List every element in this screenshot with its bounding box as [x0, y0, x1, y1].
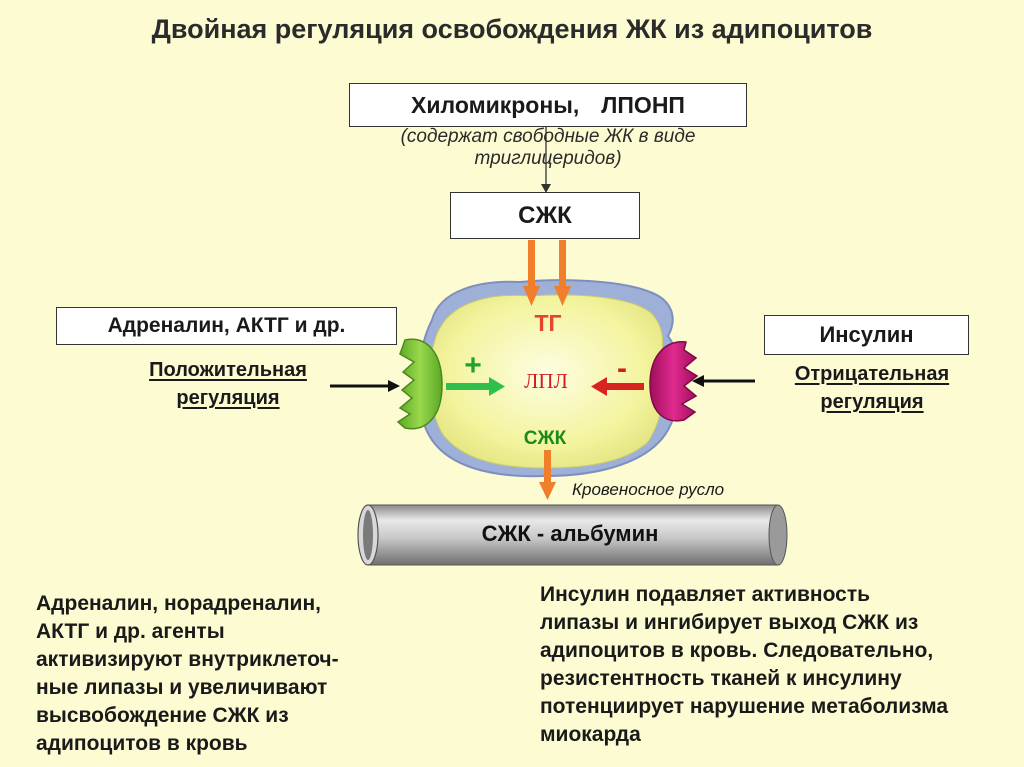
right-paragraph-line: липазы и ингибирует выход СЖК из	[540, 611, 919, 634]
arrows-ffa-into-cell	[523, 240, 571, 306]
lpl-label: ЛПЛ	[524, 369, 568, 393]
note-line-2: триглицеридов)	[474, 148, 622, 169]
adrenaline-box: Адреналин, АКТГ и др.	[56, 307, 397, 345]
insulin-box: Инсулин	[764, 315, 969, 355]
note-line-1: (содержат свободные ЖК в виде	[400, 126, 696, 147]
adipocyte-cell	[416, 279, 682, 478]
ffa-albumin-label: СЖК - альбумин	[481, 521, 659, 546]
chylomicrons-label: Хиломикроны,	[411, 92, 580, 118]
magenta-receptor-icon	[649, 341, 699, 422]
left-paragraph-line: активизируют внутриклеточ-	[36, 648, 339, 671]
arrow-activation	[446, 377, 505, 396]
arrow-ffa-to-blood	[539, 450, 556, 500]
arrow-chylo-to-ffa	[541, 127, 551, 193]
chylomicrons-box: Хиломикроны, ЛПОНП	[349, 83, 747, 127]
chylomicrons-note: (содержат свободные ЖК в виде триглицери…	[349, 126, 747, 170]
green-receptor-icon	[396, 338, 443, 430]
left-paragraph-line: АКТГ и др. агенты	[36, 620, 225, 643]
negative-regulation-line-1: Отрицательная	[794, 363, 950, 385]
blood-vessel	[357, 504, 788, 566]
right-paragraph-line: Инсулин подавляет активность	[540, 583, 871, 606]
negative-regulation-label: Отрицательная регуляция	[762, 360, 982, 416]
left-paragraph-line: ные липазы и увеличивают	[36, 676, 328, 699]
ffa-cell-label: СЖК	[523, 428, 567, 449]
arrow-inhibition	[591, 377, 644, 396]
tg-label: ТГ	[534, 310, 562, 336]
arrow-negative-regulation	[692, 375, 755, 387]
page-title: Двойная регуляция освобождения ЖК из ади…	[151, 14, 873, 44]
left-paragraph: Адреналин, норадреналин, АКТГ и др. аген…	[36, 590, 456, 758]
blood-stream-label: Кровеносное русло	[572, 480, 725, 499]
right-paragraph-line: миокарда	[540, 723, 641, 746]
vldl-label: ЛПОНП	[601, 92, 685, 118]
left-paragraph-line: Адреналин, норадреналин,	[36, 592, 321, 615]
left-paragraph-line: адипоцитов в кровь	[36, 732, 248, 755]
positive-regulation-label: Положительная регуляция	[118, 356, 338, 412]
right-paragraph: Инсулин подавляет активность липазы и ин…	[540, 581, 1024, 749]
right-paragraph-line: резистентность тканей к инсулину	[540, 667, 902, 690]
right-paragraph-line: потенциирует нарушение метаболизма	[540, 695, 949, 718]
negative-regulation-line-2: регуляция	[820, 391, 924, 413]
left-paragraph-line: высвобождение СЖК из	[36, 704, 289, 727]
arrow-positive-regulation	[330, 380, 400, 392]
positive-regulation-line-2: регуляция	[176, 387, 280, 409]
right-paragraph-line: адипоцитов в кровь. Следовательно,	[540, 639, 934, 662]
ffa-box: СЖК	[450, 192, 640, 239]
minus-sign: -	[617, 352, 627, 385]
plus-sign: +	[464, 349, 482, 382]
positive-regulation-line-1: Положительная	[149, 359, 307, 381]
